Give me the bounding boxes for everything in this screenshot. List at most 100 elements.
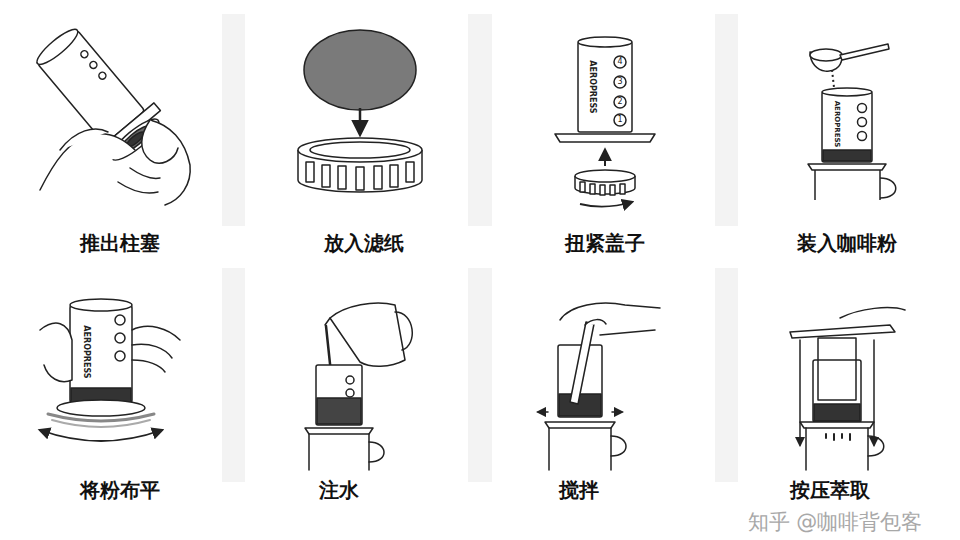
filter-figure-part-part (374, 166, 382, 189)
pour-water-figure-part (346, 389, 354, 397)
panel-strip-part (468, 14, 492, 226)
step-caption: 注水 (319, 480, 359, 500)
press-figure-part (813, 360, 861, 422)
level-grounds-figure (40, 299, 180, 441)
level-grounds-figure-part (70, 305, 132, 403)
press-figure-part (873, 340, 875, 445)
level-grounds-figure-part (57, 400, 145, 416)
step-caption: 扭紧盖子 (565, 233, 645, 253)
step-caption: 将粉布平 (80, 480, 160, 500)
filter-figure (298, 30, 422, 192)
cap-twist-figure-part (614, 96, 626, 108)
panel-strip-part (222, 14, 245, 226)
plunger-push-figure-part (130, 168, 160, 178)
filter-figure-part-part (338, 166, 346, 189)
plunger-push-figure-part-part (33, 25, 82, 69)
pour-water-figure-part (330, 303, 405, 366)
press-figure-part (799, 340, 801, 445)
stir-figure-part (612, 411, 622, 413)
level-grounds-figure-part (70, 299, 132, 311)
level-grounds-figure-part (48, 414, 154, 421)
level-grounds-figure-part (40, 430, 162, 441)
pour-water-figure-part (395, 312, 412, 350)
plunger-push-figure-part (40, 134, 135, 190)
add-coffee-figure-part (858, 118, 867, 127)
press-figure-part (818, 338, 856, 400)
step-caption: 装入咖啡粉 (797, 233, 897, 253)
filter-figure-part (310, 142, 410, 158)
press-figure-part (826, 434, 850, 440)
stir-figure-part (611, 436, 626, 456)
step-caption: 推出柱塞 (80, 233, 160, 253)
add-coffee-figure-part (815, 170, 880, 200)
cap-twist-figure-part (614, 76, 626, 88)
filter-figure-part-part (322, 165, 330, 187)
step-caption: 搅拌 (559, 480, 599, 500)
pour-water-figure-part (316, 365, 362, 425)
stir-figure-part (570, 322, 594, 404)
level-grounds-figure-part (132, 344, 172, 358)
cap-twist-figure-part-part (580, 182, 585, 192)
cap-twist-figure-part (578, 42, 632, 132)
cap-twist-figure-part (578, 37, 632, 47)
level-grounds-figure-part (132, 360, 165, 372)
brand-mark: AEROPRESS (82, 325, 90, 378)
pour-water-figure (305, 303, 412, 470)
filter-figure-part (304, 30, 416, 110)
stir-figure-part (538, 411, 548, 413)
cap-twist-figure-part (604, 150, 606, 166)
press-figure (790, 308, 905, 470)
pour-water-figure-part (346, 376, 354, 384)
press-figure-part (868, 436, 884, 456)
add-coffee-figure (808, 44, 896, 200)
level-grounds-figure-part (52, 420, 150, 427)
plunger-push-figure-part-part (79, 49, 89, 59)
filter-figure-part-part (306, 162, 314, 182)
add-coffee-figure-part (822, 88, 872, 96)
plunger-push-figure-part-part (88, 60, 98, 70)
add-coffee-figure-part (858, 132, 867, 141)
filter-figure-part-part (356, 167, 364, 190)
pour-water-figure-part (305, 428, 373, 434)
level-grounds-figure-part (132, 326, 180, 340)
pour-water-figure-part (369, 442, 384, 462)
pour-water-figure-part (309, 434, 369, 470)
cap-twist-figure-part (575, 170, 635, 182)
cap-twist-figure-part (614, 114, 626, 126)
panel-strip-part (222, 268, 245, 482)
add-coffee-figure-part (808, 164, 886, 170)
cap-twist-figure-part-part (620, 184, 625, 194)
cap-twist-figure-part (614, 56, 626, 68)
add-coffee-figure-part (840, 44, 889, 60)
press-figure-part (814, 404, 860, 421)
panel-strip (222, 14, 738, 482)
brand-mark: AEROPRESS (833, 101, 840, 148)
cap-twist-figure-part-part (590, 184, 595, 194)
cap-twist-figure-part (580, 182, 625, 195)
scale-number: 1 (617, 116, 622, 124)
filter-figure-part (298, 138, 422, 162)
add-coffee-figure-part (858, 104, 867, 113)
level-grounds-figure-part (115, 315, 125, 325)
stir-figure-part (560, 303, 660, 335)
stir-figure-part (549, 428, 611, 470)
filter-figure-part (359, 108, 362, 134)
add-coffee-figure-part (880, 178, 896, 198)
pour-water-figure-part (325, 318, 330, 325)
add-coffee-figure-part (810, 49, 842, 61)
plunger-push-figure (24, 17, 190, 205)
cap-twist-figure-part (580, 202, 632, 207)
cap-twist-figure-part-part (610, 185, 615, 195)
add-coffee-figure-part (823, 150, 871, 161)
plunger-push-figure-part (142, 120, 178, 163)
cap-twist-figure (555, 37, 655, 207)
watermark: 知乎 @咖啡背包客 (748, 512, 923, 533)
press-figure-part (790, 325, 895, 338)
filter-figure-part-part (406, 162, 414, 182)
panel-strip-part (468, 268, 492, 482)
level-grounds-figure-part (115, 333, 125, 343)
filter-figure-part-part (390, 165, 398, 187)
